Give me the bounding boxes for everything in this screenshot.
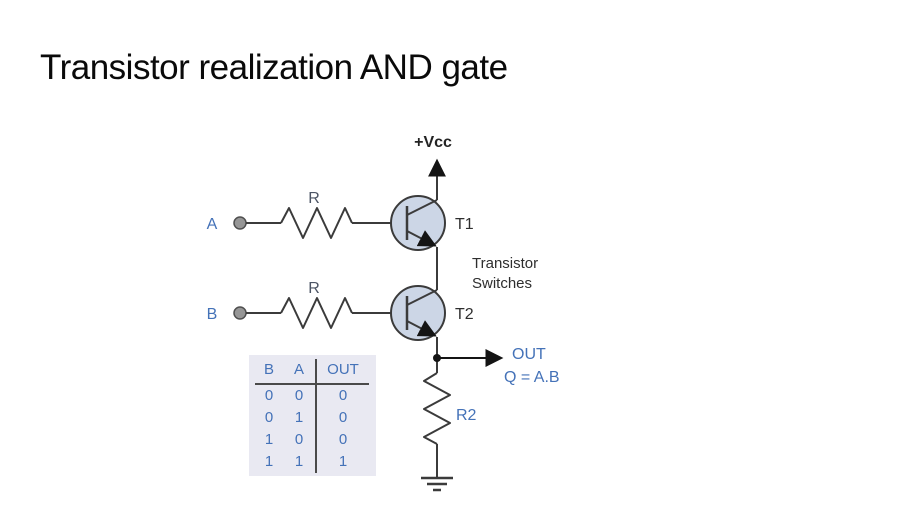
input-a-branch: A R xyxy=(207,190,407,239)
out-equation: Q = A.B xyxy=(504,369,560,386)
transistor-t2-body xyxy=(390,285,446,341)
ground-symbol xyxy=(421,476,453,492)
t1-label: T1 xyxy=(455,216,474,233)
truth-table-cell: 0 xyxy=(294,387,304,404)
resistor-b-label: R xyxy=(308,280,320,297)
truth-table-header-row: B A OUT xyxy=(255,359,369,385)
resistor-b-zigzag xyxy=(280,297,353,329)
input-b-branch: B R xyxy=(207,280,407,329)
truth-table-row: 0 0 0 xyxy=(255,384,369,407)
truth-table-row: 1 0 0 xyxy=(255,429,369,451)
input-a-label: A xyxy=(207,216,218,233)
input-b-label: B xyxy=(207,306,218,323)
truth-table-cell: 1 xyxy=(315,451,369,473)
transistor-t1-body xyxy=(390,195,446,251)
page-title: Transistor realization AND gate xyxy=(40,48,508,87)
t2-collector xyxy=(406,289,438,306)
truth-table-cell: 0 xyxy=(315,384,369,407)
t1-collector xyxy=(406,199,438,216)
truth-table-cell: 0 xyxy=(294,431,304,448)
truth-table-cell: 1 xyxy=(264,453,274,470)
switches-note-line2: Switches xyxy=(472,275,532,292)
transistor-t1: T1 xyxy=(390,195,474,251)
truth-table-cell: 1 xyxy=(294,409,304,426)
truth-table: B A OUT 0 0 0 0 1 0 1 0 0 1 1 xyxy=(249,355,376,476)
truth-table-row: 0 1 0 xyxy=(255,407,369,429)
truth-table-cell: 0 xyxy=(264,387,274,404)
vcc-supply: +Vcc xyxy=(414,134,452,200)
truth-table-header-b: B xyxy=(255,359,283,385)
r2-label: R2 xyxy=(456,407,477,424)
resistor-a-zigzag xyxy=(280,207,353,239)
switches-note: Transistor Switches xyxy=(472,255,538,292)
output-branch: OUT Q = A.B R2 xyxy=(421,337,560,492)
resistor-r2-zigzag xyxy=(423,372,451,445)
input-b-terminal xyxy=(233,306,247,320)
out-label: OUT xyxy=(512,346,546,363)
t2-emitter-arrow xyxy=(406,320,437,337)
truth-table-cell: 0 xyxy=(264,409,274,426)
truth-table-cell: 1 xyxy=(294,453,304,470)
truth-table-cell: 0 xyxy=(315,429,369,451)
transistor-t2: T2 xyxy=(390,285,474,341)
resistor-a-label: R xyxy=(308,190,320,207)
t1-emitter-arrow xyxy=(406,230,437,247)
truth-table-header-a: A xyxy=(283,359,316,385)
input-a-terminal xyxy=(233,216,247,230)
truth-table-header-out: OUT xyxy=(315,359,369,385)
truth-table-cell: 0 xyxy=(315,407,369,429)
vcc-label: +Vcc xyxy=(414,134,452,151)
t2-label: T2 xyxy=(455,306,474,323)
switches-note-line1: Transistor xyxy=(472,255,538,272)
truth-table-cell: 1 xyxy=(264,431,274,448)
truth-table-row: 1 1 1 xyxy=(255,451,369,473)
